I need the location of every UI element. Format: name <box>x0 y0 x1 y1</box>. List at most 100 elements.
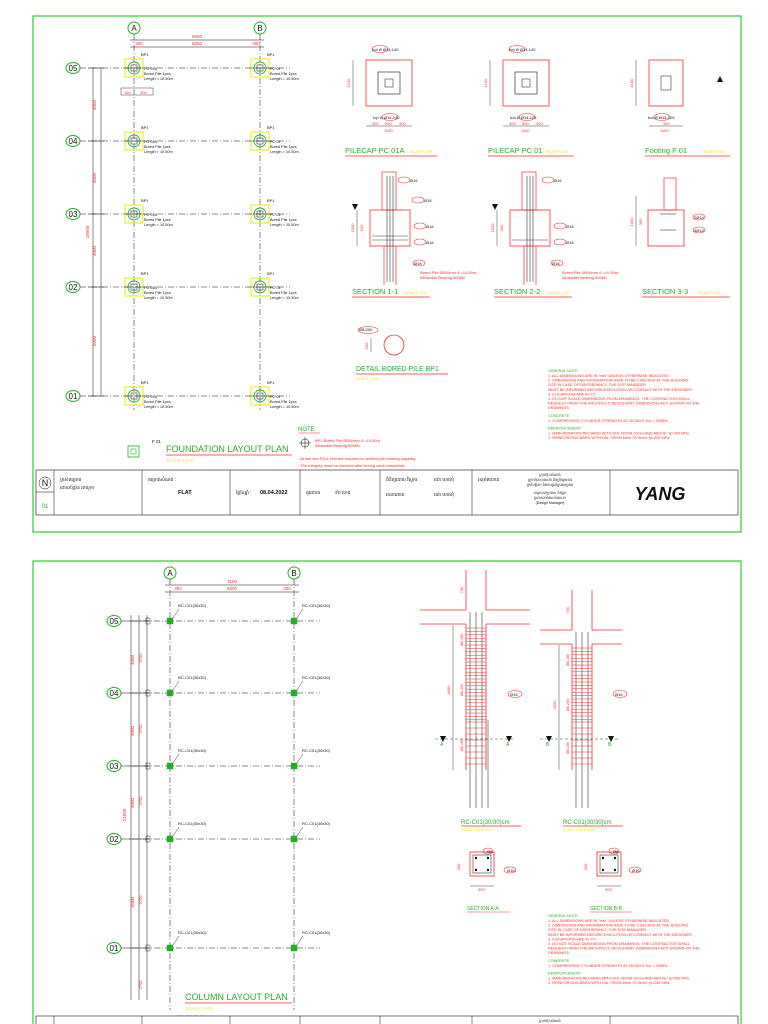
pilecap-symbol <box>249 386 271 406</box>
pc01a-title: PILECAP PC 01A <box>345 146 404 155</box>
pilecap-name: PC 01 <box>270 395 281 399</box>
note-pile-line-1: BP1 Bored Pile Ø500mm /L=10.50m, <box>315 438 381 443</box>
pilecap-pile-length: Length = 10.50m <box>270 77 299 81</box>
note-line: 1. ALL DIMENSIONS ARE IN "mm" UNLESS OTH… <box>548 374 670 378</box>
pilecap-pile-count: Bored Pile 1pcs <box>270 72 297 76</box>
note-line: MUST BE INFORMED BEFORE EXECUTION OR CON… <box>548 933 693 937</box>
foundation-plan-scale: SCALE 1/100 <box>166 458 194 463</box>
stamp-line-2: ក្រុមហ៊ុនសាងសង់ និងប្រឹក្សាអគារ <box>528 477 572 483</box>
pilecap-pile-length: Length = 10.50m <box>270 405 299 409</box>
pilecap-name: PC 01 <box>270 67 281 71</box>
s2-dim-1: 1000 <box>490 223 495 233</box>
column-tag: RC-C01(30x30) <box>178 603 207 608</box>
pilecap-pile-length: Length = 10.50m <box>270 150 299 154</box>
pc01-scale: SCALE 1/20 <box>546 149 569 154</box>
pilecap-pile-count: Bored Pile 1pcs <box>144 72 171 76</box>
s1-scale: SCALE 1/20 <box>405 290 428 295</box>
pilecap-pile-length: Length = 10.50m <box>144 405 173 409</box>
design-label: រចនាដោយ <box>386 492 405 497</box>
note-concrete-line: 1. COMPRESSIVE CYLINDER STRENGTH AT 28 D… <box>548 964 668 968</box>
note-concrete-title: CONCRETE <box>548 414 570 418</box>
pilecap-symbol <box>249 131 271 151</box>
pilecap-pile-count: Bored Pile 1pcs <box>144 218 171 222</box>
note-line: DRAWINGS. <box>548 951 570 955</box>
s2-scale: SCALE 1/20 <box>547 290 570 295</box>
s2-title: SECTION 2-2 <box>494 287 540 296</box>
note-line: 1. ALL DIMENSIONS ARE IN "mm" UNLESS OTH… <box>548 919 670 923</box>
dim-total-2: 7100 <box>227 579 238 584</box>
legend-f01: F 01 <box>152 439 162 444</box>
pc01-title: PILECAP PC 01 <box>488 146 542 155</box>
footing-f01-detail: 1100 bot Ø Ø14-125 300 1100 Footing F 01… <box>629 59 730 157</box>
pile-tag: BP1 <box>141 380 149 385</box>
foundation-plan: A B 6650 300 6050 300 4000 4000 4000 600… <box>65 21 416 468</box>
pilecap-pile-count: Bored Pile 1pcs <box>270 400 297 404</box>
column-elevation-b: 4000 700 Ø6-150 Ø6-200 Ø6-150 Ø16 B B RC… <box>540 590 628 832</box>
dim-overall-2: 21000 <box>122 808 127 821</box>
dim-sub-3: 3700 <box>138 796 143 806</box>
s2-pile-note-1: Bored Pile Ø500mm /L=10.50m, <box>562 270 619 275</box>
note-line: MUST BE INFORMED BEFORE EXECUTION OR CON… <box>548 388 693 392</box>
owner-label: ម្ចាស់គម្រោង <box>60 476 82 483</box>
s2-bar-1: Ø16 <box>554 178 562 183</box>
section-1-1-detail: 1000 500 Ø16 Ø16 Ø16 Ø16 Ø16 Bored Pile … <box>350 171 477 298</box>
row-label: 05 <box>69 64 78 73</box>
section-2-2-detail: 1000 500 Ø16 Ø16 Ø16 Ø16 Bored Pile Ø500… <box>490 171 619 298</box>
pilecap-pile-count: Bored Pile 1pcs <box>270 145 297 149</box>
pilecap-name: PC 01 <box>270 286 281 290</box>
section-a-a: Ø6 Ø16 300 300 SECTION A-A <box>456 847 517 913</box>
note-concrete-line: 1. COMPRESSIVE CYLINDER STRENGTH AT 28 D… <box>548 419 668 423</box>
column-tag: RC-C01(30x30) <box>302 675 331 680</box>
note-reinf-title: REINFORCEMENT <box>548 971 582 975</box>
drawn-label: គូរដោយ <box>306 490 321 496</box>
row-label: 01 <box>69 392 78 401</box>
s3-dim-1: 1000 <box>629 217 634 227</box>
pilecap-symbol <box>123 386 145 406</box>
note-line: REQUEST FROM THE ARCHITECT, NECESSARY DI… <box>548 947 700 951</box>
pc01a-top-bar: bot Ø Ø14-140 <box>372 47 399 52</box>
grid-label-a-2: A <box>167 569 173 578</box>
sec-b-dim-1: 300 <box>605 887 612 892</box>
stamp-line-1: ក្រុមហ៊ុនសំណង់ <box>539 472 560 478</box>
column-elevation-a: 4000 700 Ø6-150 Ø6-200 Ø6-150 Ø16 A A RC… <box>420 570 530 832</box>
note-line: 4. DO NOT SCALE DIMENSIONS FROM DRAWINGS… <box>548 942 690 946</box>
dim-col-1: 300 <box>135 41 143 46</box>
dim-overall: 18000 <box>85 225 90 238</box>
note-reinf-line: 1. MAIN REINFORCING BARS WITH DIA. FROM … <box>548 976 690 980</box>
col-b-stirrup-1: Ø6-150 <box>566 654 570 666</box>
column-symbol <box>290 689 298 697</box>
s1-dim-2: 500 <box>359 224 364 231</box>
dim-row-3: 4000 <box>92 245 97 256</box>
note-reinf-line: 1. MAIN REINFORCING BARS WITH DIA. FROM … <box>548 431 690 435</box>
column-symbol <box>166 617 174 625</box>
sec-a-dim-1: 300 <box>478 887 485 892</box>
column-symbol <box>290 762 298 770</box>
sheet-number: 01 <box>42 504 49 510</box>
title-block-2: ក្រុមហ៊ុនសំណង់ <box>35 1015 739 1024</box>
column-tag: RC-C01(30x30) <box>302 821 331 826</box>
pilecap-pile-count: Bored Pile 1pcs <box>144 400 171 404</box>
sec-b-title: SECTION B-B <box>590 906 623 912</box>
note-line-1: - At last two PDA, test are required to … <box>298 456 416 461</box>
note-line-2: - Pile Integrity must be checked after b… <box>298 463 405 468</box>
project-value: FLAT <box>178 490 192 496</box>
pc01a-dim-3: 300 <box>399 121 406 126</box>
pile-tag: BP1 <box>141 271 149 276</box>
s2-bar-3: Ø16 <box>566 240 574 245</box>
row-label: 05 <box>110 617 119 626</box>
f01-dim-1: 300 <box>663 121 670 126</box>
dim-col-2: 6050 <box>192 41 203 46</box>
sec-a-title: SECTION A-A <box>467 906 499 912</box>
column-symbol <box>166 689 174 697</box>
s2-bar-2: Ø16 <box>566 224 574 229</box>
col-b-dim-1: 4000 <box>552 700 557 710</box>
pilecap-pile-length: Length = 10.50m <box>144 223 173 227</box>
sec-b-bar-1: Ø6 <box>613 849 619 854</box>
check-value: យ៉ោ ហេងមុំ <box>434 476 454 483</box>
col-b-dim-2: 700 <box>565 606 570 613</box>
dim-row-4-2: 6000 <box>130 896 135 907</box>
